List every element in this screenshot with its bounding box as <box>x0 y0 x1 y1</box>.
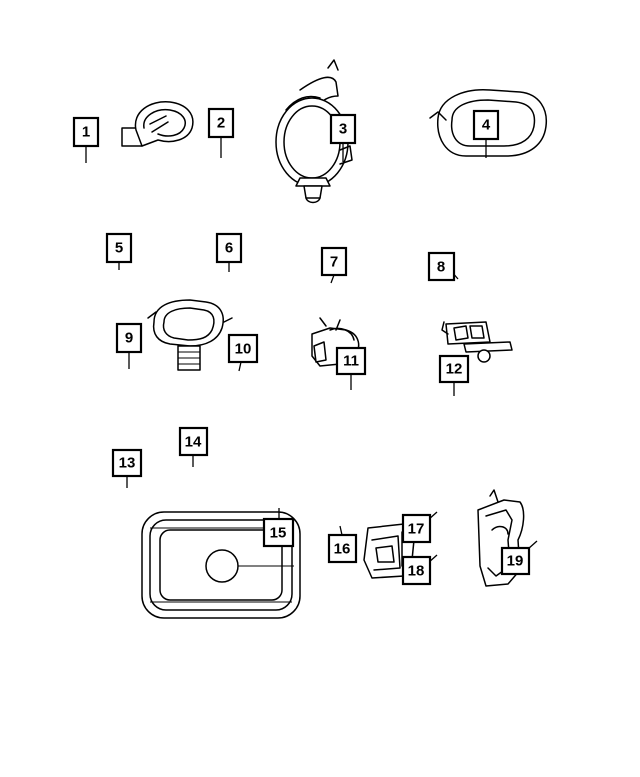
callout-14: 14 <box>178 426 209 457</box>
callout-18: 18 <box>401 555 432 586</box>
callout-16: 16 <box>327 533 358 564</box>
svg-text:4: 4 <box>482 117 491 134</box>
svg-text:18: 18 <box>408 563 425 580</box>
callout-12: 12 <box>438 354 470 384</box>
callout-2: 2 <box>207 107 235 139</box>
callout-13: 13 <box>111 448 143 478</box>
callout-1: 1 <box>72 116 100 148</box>
callout-6: 6 <box>215 232 243 264</box>
callout-15: 15 <box>262 517 295 548</box>
callout-7: 7 <box>320 246 348 277</box>
svg-text:11: 11 <box>343 353 359 370</box>
svg-text:5: 5 <box>115 240 123 257</box>
callout-10: 10 <box>227 333 259 364</box>
svg-text:14: 14 <box>185 434 202 451</box>
clip-part-12-drawing <box>441 321 513 363</box>
callout-17: 17 <box>401 513 432 544</box>
svg-text:10: 10 <box>235 341 252 358</box>
callout-19: 19 <box>500 546 531 576</box>
callout-4: 4 <box>472 109 500 141</box>
callout-5: 5 <box>105 232 133 264</box>
svg-text:8: 8 <box>437 259 445 276</box>
svg-text:6: 6 <box>225 240 233 257</box>
svg-text:9: 9 <box>125 330 133 347</box>
svg-text:17: 17 <box>408 521 425 538</box>
plug-part-15-drawing <box>141 511 301 619</box>
svg-text:1: 1 <box>82 124 90 141</box>
callout-8: 8 <box>427 251 456 282</box>
svg-text:7: 7 <box>330 254 338 271</box>
callout-3: 3 <box>329 113 357 145</box>
svg-text:16: 16 <box>334 541 351 558</box>
callout-11: 11 <box>335 346 367 376</box>
svg-text:12: 12 <box>446 361 463 378</box>
clip-part-1-drawing <box>121 101 194 147</box>
svg-text:19: 19 <box>507 553 524 570</box>
callout-9: 9 <box>115 322 143 354</box>
svg-text:13: 13 <box>119 455 136 472</box>
svg-text:3: 3 <box>339 121 347 138</box>
svg-text:2: 2 <box>217 115 225 132</box>
svg-text:15: 15 <box>270 525 287 542</box>
clip-part-9-drawing <box>147 299 233 371</box>
